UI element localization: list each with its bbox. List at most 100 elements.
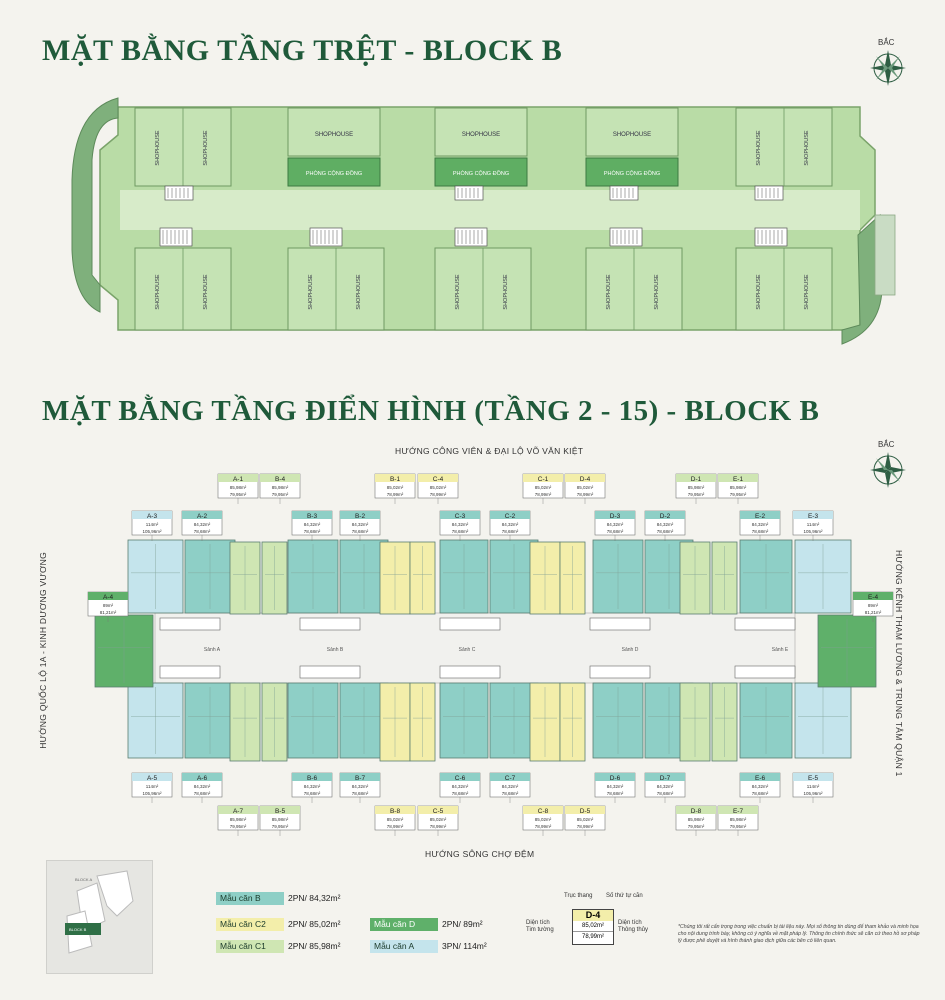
label-D-2-area: 84,32m² <box>657 522 674 527</box>
label-E-3-code-bg <box>793 511 833 519</box>
label-B-3-net: 78,68m² <box>304 529 321 534</box>
label-B-7-area: 84,32m² <box>352 784 369 789</box>
compass-rose-icon-2 <box>870 452 906 488</box>
label-E-1-net: 79,95m² <box>730 492 747 497</box>
label-D-7-net: 78,68m² <box>657 791 674 796</box>
label-B-4-code: B-4 <box>275 476 286 483</box>
label-E-2-code: E-2 <box>755 513 766 520</box>
label-B-5-code: B-5 <box>275 808 286 815</box>
label-C-4-code: C-4 <box>433 476 444 483</box>
label-D-2-net: 78,68m² <box>657 529 674 534</box>
label-D-8-net: 79,95m² <box>688 824 705 829</box>
label-B-8-net: 78,99m² <box>387 824 404 829</box>
label-B-5-code-bg <box>260 806 300 814</box>
label-B-8-area: 85,02m² <box>387 817 404 822</box>
label-A-7-area: 85,98m² <box>230 817 247 822</box>
key-example-card: D-4 85,02m² 78,99m² <box>572 909 614 945</box>
ground-shophouse-label: SHOPHOUSE <box>203 274 209 309</box>
ground-shop-block <box>434 107 528 157</box>
label-C-1-net: 78,99m² <box>535 492 552 497</box>
direction-bottom: HƯỚNG SÔNG CHỢ ĐỆM <box>425 849 535 859</box>
label-A-1-net: 79,95m² <box>230 492 247 497</box>
ground-shophouse-label: SHOPHOUSE <box>503 274 509 309</box>
label-C-7-net: 78,68m² <box>502 791 519 796</box>
key-example-code: D-4 <box>573 910 613 921</box>
ground-shophouse-label: SHOPHOUSE <box>203 130 209 165</box>
label-D-1-area: 85,98m² <box>688 485 705 490</box>
inset-block-b: BLOCK B <box>69 927 87 932</box>
courtyard-label: Sảnh E <box>772 647 789 653</box>
label-C-6-code: C-6 <box>455 775 466 782</box>
key-example-area: 85,02m² <box>573 921 613 932</box>
label-C-3-code: C-3 <box>455 513 466 520</box>
label-D-5-net: 78,99m² <box>577 824 594 829</box>
label-C-6-area: 84,32m² <box>452 784 469 789</box>
ground-shophouse-label: SHOPHOUSE <box>155 274 161 309</box>
ground-shophouse-label: SHOPHOUSE <box>308 274 314 309</box>
label-E-4-code-bg <box>853 592 893 600</box>
label-E-3-code: E-3 <box>808 513 819 520</box>
label-A-3-code: A-3 <box>147 513 158 520</box>
label-A-1-area: 85,98m² <box>230 485 247 490</box>
label-D-6-code-bg <box>595 773 635 781</box>
ground-core <box>454 227 488 247</box>
label-A-6-area: 84,32m² <box>194 784 211 789</box>
label-A-5-code-bg <box>132 773 172 781</box>
legend-value-3: 2PN/ 89m² <box>442 919 483 929</box>
typical-core <box>589 617 651 631</box>
key-net: Diện tích Thông thủy <box>618 920 649 933</box>
label-C-8-area: 85,02m² <box>535 817 552 822</box>
label-D-7-area: 84,32m² <box>657 784 674 789</box>
label-B-1-code: B-1 <box>390 476 401 483</box>
label-C-8-code: C-8 <box>538 808 549 815</box>
label-B-8-code-bg <box>375 806 415 814</box>
label-D-4-area: 85,02m² <box>577 485 594 490</box>
ground-core <box>754 227 788 247</box>
label-A-4-area: 89m² <box>103 603 114 608</box>
label-A-2-area: 84,32m² <box>194 522 211 527</box>
label-E-7-net: 79,95m² <box>730 824 747 829</box>
typical-core <box>159 665 221 679</box>
label-B-7-code-bg <box>340 773 380 781</box>
ground-shophouse-label: SHOPHOUSE <box>804 274 810 309</box>
label-C-5-net: 78,99m² <box>430 824 447 829</box>
ground-core <box>754 185 784 201</box>
label-A-5-code: A-5 <box>147 775 158 782</box>
label-D-8-code: D-8 <box>691 808 702 815</box>
label-E-1-code: E-1 <box>733 476 744 483</box>
legend-value-4: 3PN/ 114m² <box>442 941 487 951</box>
label-E-7-code: E-7 <box>733 808 744 815</box>
label-E-2-area: 84,32m² <box>752 522 769 527</box>
label-C-7-code: C-7 <box>505 775 516 782</box>
legend-swatch-0: Mẫu căn B <box>216 892 284 905</box>
community-room <box>287 157 381 187</box>
label-C-2-code: C-2 <box>505 513 516 520</box>
inset-block-a: BLOCK A <box>75 877 92 882</box>
label-D-6-area: 84,32m² <box>607 784 624 789</box>
community-room-label: PHÒNG CỘNG ĐỒNG <box>604 170 660 177</box>
label-D-8-area: 85,98m² <box>688 817 705 822</box>
ground-shophouse-label: SHOPHOUSE <box>804 130 810 165</box>
label-D-3-code: D-3 <box>610 513 621 520</box>
label-B-3-code: B-3 <box>307 513 318 520</box>
label-D-3-area: 84,32m² <box>607 522 624 527</box>
label-D-6-net: 78,68m² <box>607 791 624 796</box>
label-D-1-net: 79,95m² <box>688 492 705 497</box>
ground-shophouse-label: SHOPHOUSE <box>654 274 660 309</box>
courtyard-label: Sảnh D <box>622 647 639 653</box>
label-B-7-code: B-7 <box>355 775 366 782</box>
typical-core <box>299 665 361 679</box>
ground-core <box>309 227 343 247</box>
label-C-7-code-bg <box>490 773 530 781</box>
label-C-5-code-bg <box>418 806 458 814</box>
courtyard-label: Sảnh B <box>327 647 344 653</box>
label-E-6-code-bg <box>740 773 780 781</box>
label-E-2-net: 78,68m² <box>752 529 769 534</box>
label-B-1-net: 78,99m² <box>387 492 404 497</box>
site-map-inset: BLOCK A BLOCK B <box>46 860 153 974</box>
label-C-2-net: 78,68m² <box>502 529 519 534</box>
label-A-2-code-bg <box>182 511 222 519</box>
label-D-7-code: D-7 <box>660 775 671 782</box>
